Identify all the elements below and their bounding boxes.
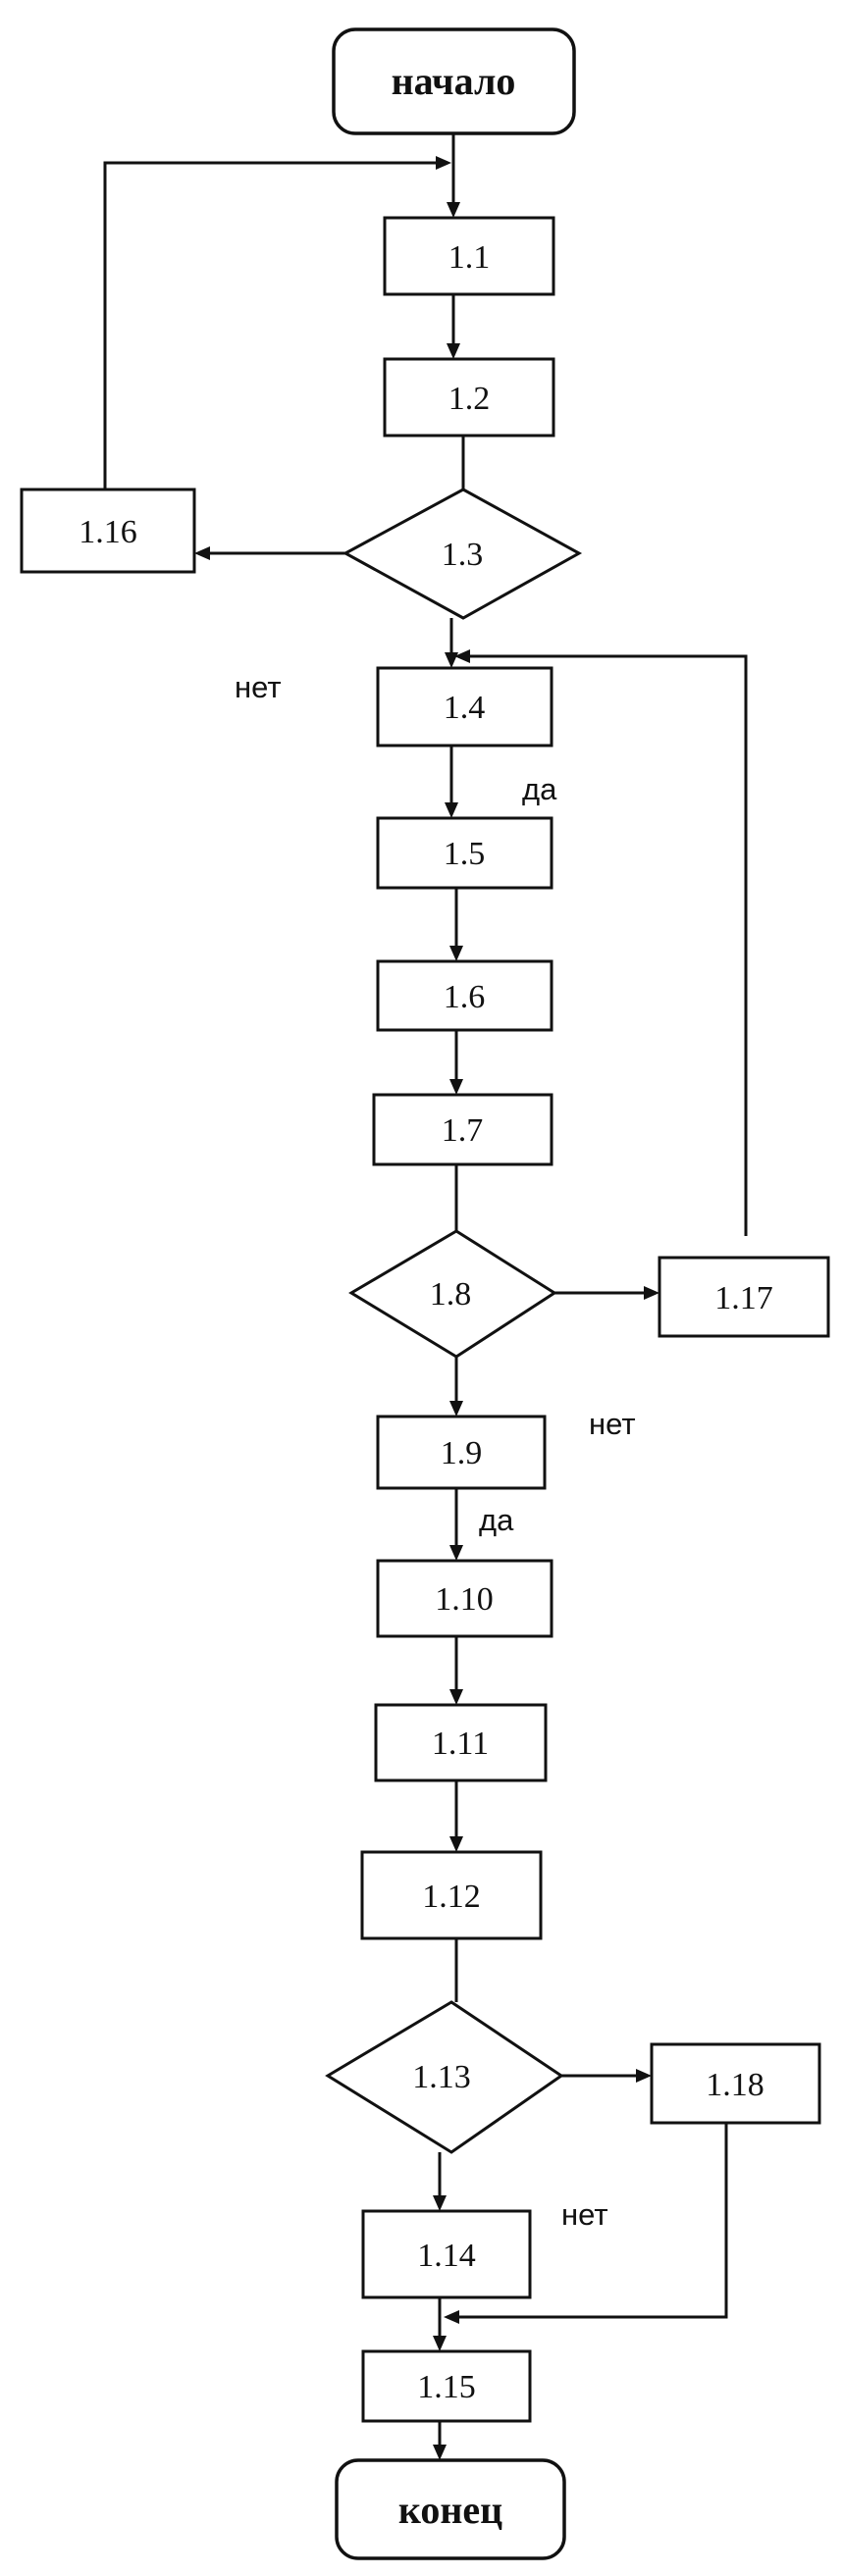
process-block-1-5: 1.5 xyxy=(376,816,553,890)
process-block-1-9: 1.9 xyxy=(376,1415,547,1490)
block-label-1-1: 1.1 xyxy=(448,239,491,276)
process-block-1-14: 1.14 xyxy=(361,2209,532,2299)
block-label-1-9: 1.9 xyxy=(441,1435,483,1471)
process-block-1-11: 1.11 xyxy=(374,1703,548,1782)
arrowhead xyxy=(449,1079,463,1095)
arrowhead xyxy=(433,2336,447,2351)
process-block-1-15: 1.15 xyxy=(361,2349,532,2423)
process-block-1-7: 1.7 xyxy=(372,1093,553,1166)
arrowhead xyxy=(449,1836,463,1852)
block-label-1-13: 1.13 xyxy=(412,2059,471,2095)
arrowhead xyxy=(447,343,460,359)
arrowhead xyxy=(194,546,210,560)
connector-1-16-loop-to-1-1 xyxy=(103,161,436,489)
block-label-1-6: 1.6 xyxy=(444,979,486,1015)
block-label-1-2: 1.2 xyxy=(448,381,491,417)
start-terminal: начало xyxy=(332,27,576,135)
shapes: начало 1.1 1.2 1.3 1.16 1.4 xyxy=(20,27,830,2560)
decision-block-1-13: 1.13 xyxy=(325,2000,564,2154)
block-label-1-12: 1.12 xyxy=(422,1879,481,1915)
block-label-1-3: 1.3 xyxy=(442,537,484,573)
process-block-1-1: 1.1 xyxy=(383,216,555,296)
arrowhead xyxy=(445,802,458,818)
block-label-1-5: 1.5 xyxy=(444,836,486,872)
block-label-1-4: 1.4 xyxy=(444,690,486,726)
block-label-1-15: 1.15 xyxy=(417,2369,476,2405)
process-block-1-16: 1.16 xyxy=(20,488,196,574)
end-terminal: конец xyxy=(335,2458,566,2560)
arrowhead xyxy=(447,202,460,218)
branch-label-no-1-3: нет xyxy=(235,670,282,704)
arrowhead xyxy=(644,1286,659,1300)
branch-label-no-1-13: нет xyxy=(561,2197,608,2232)
branch-label-yes-1-3: да xyxy=(522,772,557,806)
block-label-1-18: 1.18 xyxy=(706,2067,764,2103)
block-label-1-10: 1.10 xyxy=(435,1581,494,1618)
process-block-1-18: 1.18 xyxy=(650,2042,821,2125)
block-label-1-8: 1.8 xyxy=(430,1276,472,1313)
arrowhead xyxy=(449,1689,463,1705)
arrowhead xyxy=(433,2445,447,2460)
arrowhead xyxy=(449,1401,463,1417)
start-label: начало xyxy=(392,59,516,103)
arrowhead xyxy=(636,2069,652,2083)
block-label-1-16: 1.16 xyxy=(79,514,137,550)
connector-1-17-loop-to-1-4 xyxy=(470,654,748,1236)
connector-1-18-to-1-15 xyxy=(459,2123,728,2319)
block-label-1-11: 1.11 xyxy=(432,1726,489,1762)
process-block-1-12: 1.12 xyxy=(360,1850,543,1940)
block-label-1-14: 1.14 xyxy=(417,2238,476,2274)
branch-label-no-1-8: нет xyxy=(589,1407,636,1441)
process-block-1-10: 1.10 xyxy=(376,1559,553,1638)
arrowhead xyxy=(433,2195,447,2211)
branch-label-yes-1-8: да xyxy=(479,1503,514,1537)
arrowhead xyxy=(454,649,470,663)
arrowhead xyxy=(445,652,458,668)
arrowhead xyxy=(436,156,451,170)
branch-labels: нет да нет да нет xyxy=(235,670,636,2232)
end-label: конец xyxy=(398,2488,502,2532)
connectors xyxy=(103,133,748,2460)
decision-block-1-8: 1.8 xyxy=(348,1229,557,1359)
decision-block-1-3: 1.3 xyxy=(342,488,583,620)
block-label-1-7: 1.7 xyxy=(442,1112,484,1149)
arrowhead xyxy=(449,1545,463,1561)
process-block-1-2: 1.2 xyxy=(383,357,555,438)
process-block-1-6: 1.6 xyxy=(376,959,553,1032)
process-block-1-17: 1.17 xyxy=(658,1256,830,1338)
arrowhead xyxy=(444,2310,459,2324)
arrowhead xyxy=(449,946,463,961)
process-block-1-4: 1.4 xyxy=(376,666,553,747)
block-label-1-17: 1.17 xyxy=(714,1280,773,1316)
